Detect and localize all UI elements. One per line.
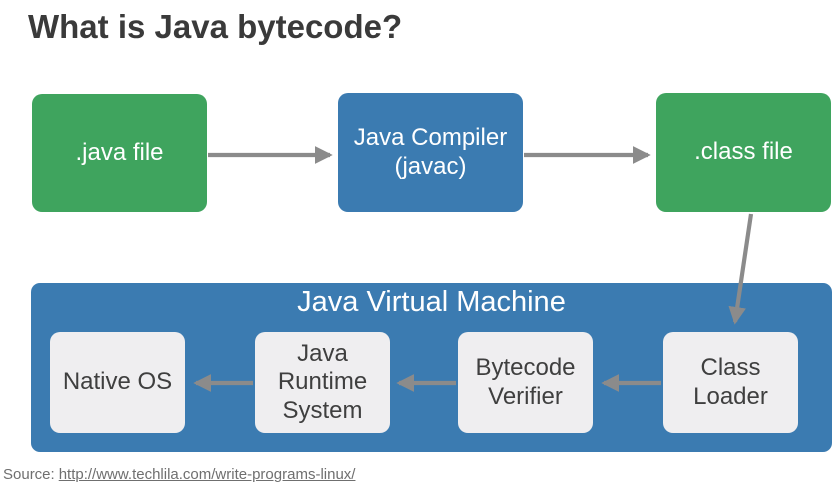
node-java-file: .java file (32, 94, 207, 212)
node-bytecode-verifier: Bytecode Verifier (458, 332, 593, 433)
node-java-compiler-label: Java Compiler (javac) (353, 124, 508, 180)
node-class-file-label: .class file (694, 138, 793, 166)
node-java-compiler: Java Compiler (javac) (338, 93, 523, 212)
page-title: What is Java bytecode? (28, 8, 403, 45)
node-native-os: Native OS (50, 332, 185, 433)
node-class-loader: Class Loader (663, 332, 798, 433)
node-java-runtime-system: Java Runtime System (255, 332, 390, 433)
node-class-file: .class file (656, 93, 831, 212)
node-java-runtime-system-label: Java Runtime System (277, 340, 368, 424)
source-line: Source:http://www.techlila.com/write-pro… (3, 466, 355, 483)
node-bytecode-verifier-label: Bytecode Verifier (475, 354, 576, 410)
jvm-title: Java Virtual Machine (297, 286, 566, 318)
node-native-os-label: Native OS (62, 368, 173, 396)
node-java-file-label: .java file (75, 138, 164, 166)
node-class-loader-label: Class Loader (693, 354, 768, 410)
source-link[interactable]: http://www.techlila.com/write-programs-l… (58, 466, 356, 483)
source-label: Source: (3, 466, 55, 483)
